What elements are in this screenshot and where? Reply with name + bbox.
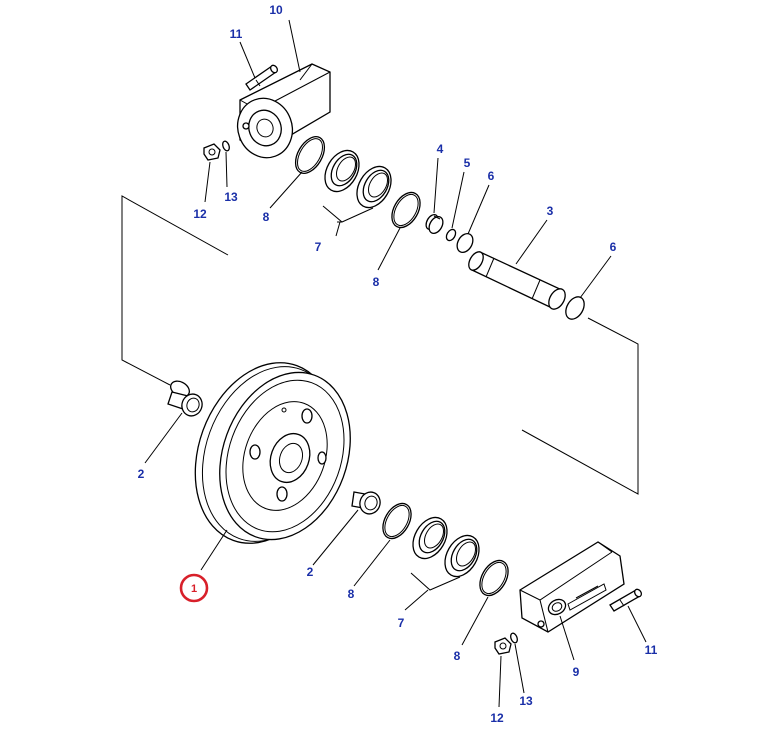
bottom-nut bbox=[494, 637, 512, 655]
bottom-pin bbox=[609, 588, 643, 612]
o-ring-6b bbox=[565, 296, 585, 320]
callout-13: 13 bbox=[224, 190, 238, 204]
plug bbox=[425, 213, 444, 235]
assembly-guide-lines bbox=[121, 195, 639, 495]
callout-8: 8 bbox=[373, 275, 380, 289]
callout-5: 5 bbox=[464, 156, 471, 170]
bottom-seal-1 bbox=[412, 516, 448, 560]
callout-10: 10 bbox=[269, 3, 283, 17]
top-nut bbox=[203, 143, 221, 161]
shaft bbox=[468, 251, 566, 310]
bottom-o-ring-a bbox=[382, 502, 412, 540]
top-washer bbox=[222, 140, 230, 152]
callout-12: 12 bbox=[490, 711, 504, 725]
callout-2: 2 bbox=[138, 467, 145, 481]
callout-6: 6 bbox=[610, 240, 617, 254]
top-bracket bbox=[236, 63, 331, 159]
callout-6: 6 bbox=[488, 169, 495, 183]
callout-7: 7 bbox=[398, 616, 405, 630]
callout-4: 4 bbox=[437, 142, 444, 156]
callout-7: 7 bbox=[315, 240, 322, 254]
callout-11: 11 bbox=[645, 643, 658, 657]
top-seal-2 bbox=[356, 165, 392, 209]
callout-12: 12 bbox=[193, 207, 207, 221]
leader-lines bbox=[144, 19, 647, 708]
bottom-o-ring-b bbox=[479, 559, 509, 597]
bottom-bracket bbox=[519, 541, 625, 633]
callout-8: 8 bbox=[263, 210, 270, 224]
callout-8: 8 bbox=[348, 587, 355, 601]
bushing-top bbox=[167, 380, 203, 417]
callout-9: 9 bbox=[573, 665, 580, 679]
callout-3: 3 bbox=[547, 204, 554, 218]
o-ring-6a bbox=[456, 233, 474, 253]
bottom-seal-2 bbox=[444, 534, 480, 578]
idler-wheel bbox=[194, 362, 351, 544]
highlight-ring bbox=[179, 573, 209, 603]
callout-labels: 10 11 12 13 8 7 8 4 5 6 3 6 2 1 2 8 7 8 … bbox=[138, 3, 658, 725]
bottom-washer bbox=[510, 632, 518, 644]
bushing-bottom bbox=[351, 491, 381, 515]
top-seal-1 bbox=[324, 149, 360, 193]
callout-8: 8 bbox=[454, 649, 461, 663]
callout-1: 1 bbox=[191, 583, 197, 595]
top-o-ring-a bbox=[294, 136, 326, 174]
callout-2: 2 bbox=[307, 565, 314, 579]
top-pin bbox=[245, 64, 279, 91]
small-ring bbox=[445, 228, 457, 242]
top-o-ring-b bbox=[391, 191, 421, 229]
callout-11: 11 bbox=[230, 27, 243, 41]
callout-13: 13 bbox=[519, 694, 533, 708]
